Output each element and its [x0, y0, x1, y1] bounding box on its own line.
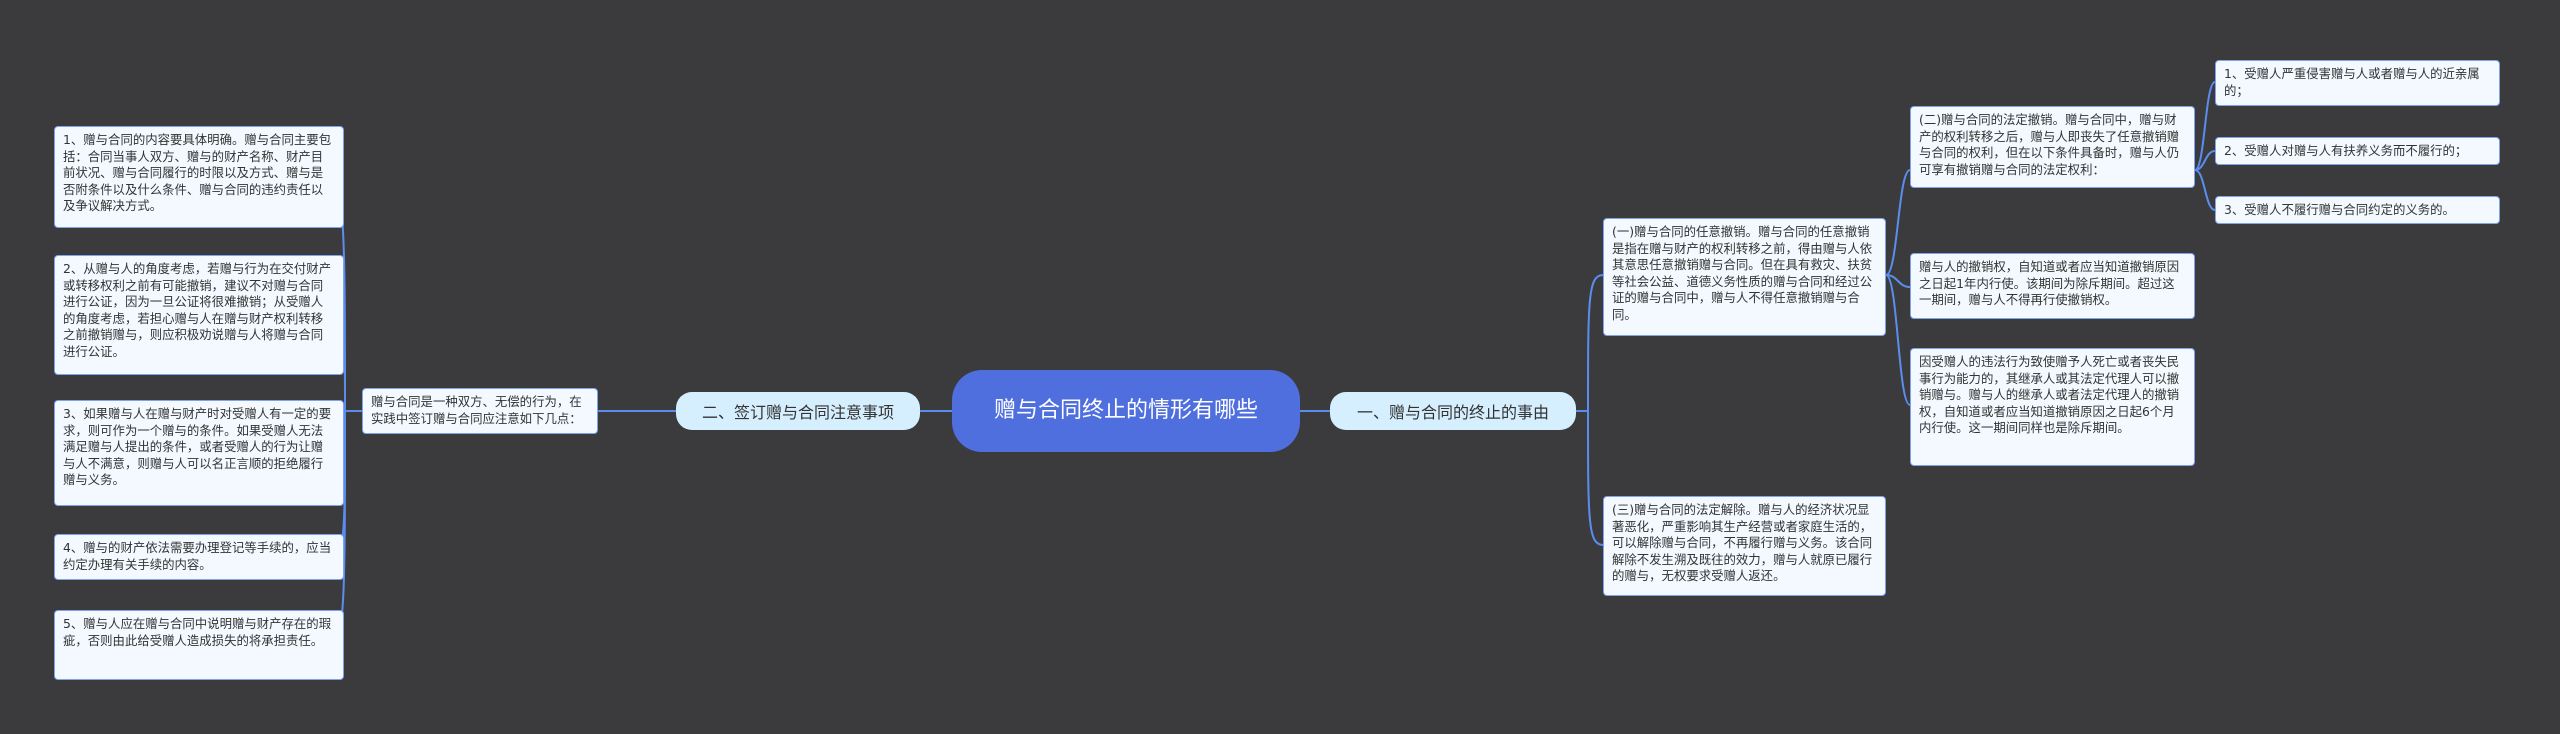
branch-label: 一、赠与合同的终止的事由 — [1356, 403, 1549, 422]
left-item-2-text: 2、从赠与人的角度考虑，若赠与行为在交付财产或转移权利之前有可能撤销，建议不对赠… — [63, 261, 332, 359]
heir-revocation-card[interactable]: 因受赠人的违法行为致使赠予人死亡或者丧失民事行为能力的，其继承人或其法定代理人可… — [1910, 348, 2195, 466]
edge-cond-1 — [2194, 81, 2216, 171]
heir-revocation-text: 因受赠人的违法行为致使赠予人死亡或者丧失民事行为能力的，其继承人或其法定代理人可… — [1919, 354, 2180, 435]
revocation-period-text: 赠与人的撤销权，自知道或者应当知道撤销原因之日起1年内行使。该期间为除斥期间。超… — [1919, 259, 2180, 307]
left-intro-text: 赠与合同是一种双方、无偿的行为，在实践中签订赠与合同应注意如下几点： — [371, 394, 582, 426]
condition-3-text: 3、受赠人不履行赠与合同约定的义务的。 — [2224, 202, 2455, 217]
edge-right-3 — [1587, 410, 1604, 546]
condition-3-card[interactable]: 3、受赠人不履行赠与合同约定的义务的。 — [2215, 196, 2500, 224]
left-item-4-text: 4、赠与的财产依法需要办理登记等手续的，应当约定办理有关手续的内容。 — [63, 540, 332, 572]
left-item-5[interactable]: 5、赠与人应在赠与合同中说明赠与财产存在的瑕疵，否则由此给受赠人造成损失的将承担… — [54, 610, 344, 680]
edge-arb-statutory — [1885, 169, 1911, 276]
arbitrary-revocation-text: (一)赠与合同的任意撤销。赠与合同的任意撤销是指在赠与财产的权利转移之前，得由赠… — [1612, 224, 1873, 322]
left-item-3[interactable]: 3、如果赠与人在赠与财产时对受赠人有一定的要求，则可作为一个赠与的条件。如果受赠… — [54, 400, 344, 506]
condition-1-card[interactable]: 1、受赠人严重侵害赠与人或者赠与人的近亲属的； — [2215, 60, 2500, 106]
left-item-5-text: 5、赠与人应在赠与合同中说明赠与财产存在的瑕疵，否则由此给受赠人造成损失的将承担… — [63, 616, 332, 648]
arbitrary-revocation-card[interactable]: (一)赠与合同的任意撤销。赠与合同的任意撤销是指在赠与财产的权利转移之前，得由赠… — [1603, 218, 1886, 336]
revocation-period-card[interactable]: 赠与人的撤销权，自知道或者应当知道撤销原因之日起1年内行使。该期间为除斥期间。超… — [1910, 253, 2195, 319]
left-intro-card[interactable]: 赠与合同是一种双方、无偿的行为，在实践中签订赠与合同应注意如下几点： — [362, 388, 598, 434]
statutory-rescission-text: (三)赠与合同的法定解除。赠与人的经济状况显著恶化，严重影响其生产经营或者家庭生… — [1612, 502, 1873, 583]
branch-signing-notes[interactable]: 二、签订赠与合同注意事项 — [676, 392, 920, 430]
statutory-rescission-card[interactable]: (三)赠与合同的法定解除。赠与人的经济状况显著恶化，严重影响其生产经营或者家庭生… — [1603, 496, 1886, 596]
edge-cond-3 — [2194, 169, 2216, 211]
left-item-1-text: 1、赠与合同的内容要具体明确。赠与合同主要包括：合同当事人双方、赠与的财产名称、… — [63, 132, 332, 213]
condition-2-card[interactable]: 2、受赠人对赠与人有扶养义务而不履行的； — [2215, 137, 2500, 165]
root-title: 赠与合同终止的情形有哪些 — [993, 398, 1258, 423]
left-item-2[interactable]: 2、从赠与人的角度考虑，若赠与行为在交付财产或转移权利之前有可能撤销，建议不对赠… — [54, 255, 344, 375]
condition-1-text: 1、受赠人严重侵害赠与人或者赠与人的近亲属的； — [2224, 66, 2480, 98]
left-item-1[interactable]: 1、赠与合同的内容要具体明确。赠与合同主要包括：合同当事人双方、赠与的财产名称、… — [54, 126, 344, 228]
edge-arb-heir — [1885, 274, 1911, 406]
left-item-4[interactable]: 4、赠与的财产依法需要办理登记等手续的，应当约定办理有关手续的内容。 — [54, 534, 344, 580]
edge-cond-2 — [2194, 150, 2216, 171]
condition-2-text: 2、受赠人对赠与人有扶养义务而不履行的； — [2224, 143, 2468, 158]
branch-label: 二、签订赠与合同注意事项 — [701, 403, 894, 422]
edge-right-1 — [1587, 274, 1604, 412]
branch-termination-causes[interactable]: 一、赠与合同的终止的事由 — [1330, 392, 1576, 430]
edge-arb-period — [1885, 274, 1911, 288]
left-item-3-text: 3、如果赠与人在赠与财产时对受赠人有一定的要求，则可作为一个赠与的条件。如果受赠… — [63, 406, 332, 487]
statutory-revocation-text: (二)赠与合同的法定撤销。赠与合同中，赠与财产的权利转移之后，赠与人即丧失了任意… — [1919, 112, 2180, 177]
root-topic[interactable]: 赠与合同终止的情形有哪些 — [952, 370, 1300, 452]
statutory-revocation-card[interactable]: (二)赠与合同的法定撤销。赠与合同中，赠与财产的权利转移之后，赠与人即丧失了任意… — [1910, 106, 2195, 188]
